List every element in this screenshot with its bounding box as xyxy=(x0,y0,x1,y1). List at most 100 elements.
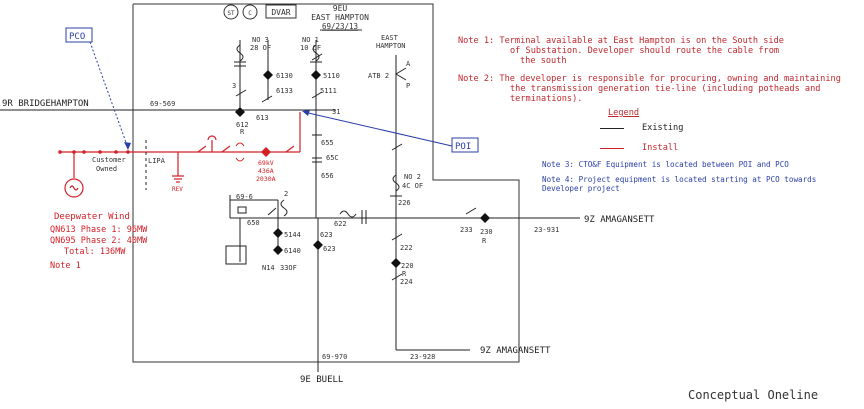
sub-location: EAST HAMPTON xyxy=(311,13,369,22)
breaker-623b xyxy=(313,240,323,250)
legend-existing-label: Existing xyxy=(642,123,684,133)
lbl-r2: R xyxy=(482,237,487,245)
lbl-xfmr-3: 2030A xyxy=(256,175,276,183)
notes-panel: Note 1: Terminal available at East Hampt… xyxy=(458,36,858,112)
lbl-23-928: 23-928 xyxy=(410,353,435,361)
cap-no3-l1: NO 3 xyxy=(252,36,269,44)
note-4-a: Note 4: Project equipment is located sta… xyxy=(542,175,817,184)
gen-line-2: QN613 Phase 1: 96MW xyxy=(50,225,148,235)
breaker-6130 xyxy=(263,70,273,80)
lbl-623a: 623 xyxy=(320,231,333,239)
legend: Legend Existing Install xyxy=(600,108,683,158)
eh-l2: HAMPTON xyxy=(376,42,406,50)
lbl-buell: 9E BUELL xyxy=(300,375,343,385)
lbl-a: A xyxy=(406,60,411,68)
lbl-33of: 33OF xyxy=(280,264,297,272)
breaker-install xyxy=(261,147,271,157)
lbl-5144: 5144 xyxy=(284,231,301,239)
lbl-customer-1: Customer xyxy=(92,156,126,164)
cap-no1-l1: NO 1 xyxy=(302,36,319,44)
meter-c-label: C xyxy=(248,10,252,17)
meter-st-label: ST xyxy=(227,10,235,17)
lbl-6130: 6130 xyxy=(276,72,293,80)
lbl-5111: 5111 xyxy=(320,87,337,95)
lbl-6133: 6133 xyxy=(276,87,293,95)
pco-pointer xyxy=(89,41,129,149)
note-1: Note 1: Terminal available at East Hampt… xyxy=(458,36,858,66)
lbl-r3: R xyxy=(402,270,407,278)
pco-arrowhead xyxy=(124,142,131,150)
note-1-a: Note 1: Terminal available at East Hampt… xyxy=(458,36,784,46)
atb2-symbol xyxy=(395,67,407,81)
note-2: Note 2: The developer is responsible for… xyxy=(458,74,858,104)
lbl-226: 226 xyxy=(398,199,411,207)
xfmr-install-symbol xyxy=(235,142,245,162)
lbl-customer-2: Owned xyxy=(96,165,117,173)
reactor-650 xyxy=(237,206,247,214)
lbl-r1: R xyxy=(240,128,245,136)
breaker-5110 xyxy=(311,70,321,80)
notes-blue: Note 3: CTO&F Equipment is located betwe… xyxy=(542,160,862,193)
note-1-b: of Substation. Developer should route th… xyxy=(510,46,780,56)
lbl-2: 2 xyxy=(284,190,288,198)
pco-label: PCO xyxy=(69,32,85,42)
eh-l1: EAST xyxy=(381,34,399,42)
reactor-box xyxy=(225,245,247,265)
cap-no1-l2: 10 OF xyxy=(300,44,321,52)
breaker-5144 xyxy=(273,228,283,238)
breaker-symbols xyxy=(235,70,490,268)
legend-existing-swatch xyxy=(600,127,624,129)
lbl-655: 655 xyxy=(321,139,334,147)
sub-name: 9EU xyxy=(333,4,348,13)
lbl-224: 224 xyxy=(400,278,413,286)
lbl-atb2: ATB 2 xyxy=(368,72,389,80)
gen-line-1: Deepwater Wind xyxy=(54,212,130,222)
lbl-65c: 65C xyxy=(326,154,339,162)
note-2-c: terminations). xyxy=(510,94,583,104)
breaker-230 xyxy=(480,213,490,223)
lbl-613: 613 xyxy=(256,114,269,122)
gen-line-4: Total: 136MW xyxy=(64,247,126,257)
lbl-69-6: 69-6 xyxy=(236,193,253,201)
lbl-6140: 6140 xyxy=(284,247,301,255)
lbl-n14: N14 xyxy=(262,264,275,272)
cap-no3-l2: 28 OF xyxy=(250,44,271,52)
switch-symbols xyxy=(235,53,477,281)
lbl-5110: 5110 xyxy=(323,72,340,80)
lbl-amagansett-1: 9Z AMAGANSETT xyxy=(584,215,655,225)
note-3: Note 3: CTO&F Equipment is located betwe… xyxy=(542,160,789,169)
poi-arrowhead xyxy=(302,110,310,116)
lbl-3: 3 xyxy=(232,82,236,90)
lbl-no2-l1: NO 2 xyxy=(404,173,421,181)
lbl-656: 656 xyxy=(321,172,334,180)
xfmr-no2-symbol xyxy=(390,174,402,197)
lbl-rev: REV xyxy=(172,186,183,193)
legend-existing: Existing xyxy=(600,118,683,138)
legend-install-swatch xyxy=(600,147,624,149)
lbl-233: 233 xyxy=(460,226,473,234)
lbl-230: 230 xyxy=(480,228,493,236)
note-2-b: the transmission generation tie-line (in… xyxy=(510,84,821,94)
substation-boundary xyxy=(132,3,520,363)
lbl-220: 220 xyxy=(401,262,414,270)
lbl-612: 612 xyxy=(236,121,249,129)
legend-install: Install xyxy=(600,138,683,158)
note-2-a: Note 2: The developer is responsible for… xyxy=(458,74,841,84)
meter-dvar-label: DVAR xyxy=(271,8,290,17)
cap-bank-no1 xyxy=(310,44,322,63)
breaker-220 xyxy=(391,258,401,268)
install-markers xyxy=(58,147,271,157)
legend-install-label: Install xyxy=(642,143,679,153)
gen-line-3: QN695 Phase 2: 40MW xyxy=(50,236,148,246)
breaker-612 xyxy=(235,107,245,117)
meter-c-icon xyxy=(242,4,258,20)
cap-bank-no3 xyxy=(234,44,246,67)
lbl-31: 31 xyxy=(332,108,340,116)
lbl-p: P xyxy=(406,82,410,90)
breaker-6140 xyxy=(273,245,283,255)
lbl-69-569: 69-569 xyxy=(150,100,175,108)
legend-title: Legend xyxy=(608,108,640,118)
pco-box xyxy=(65,27,93,43)
note-4-b: Developer project xyxy=(542,184,620,193)
